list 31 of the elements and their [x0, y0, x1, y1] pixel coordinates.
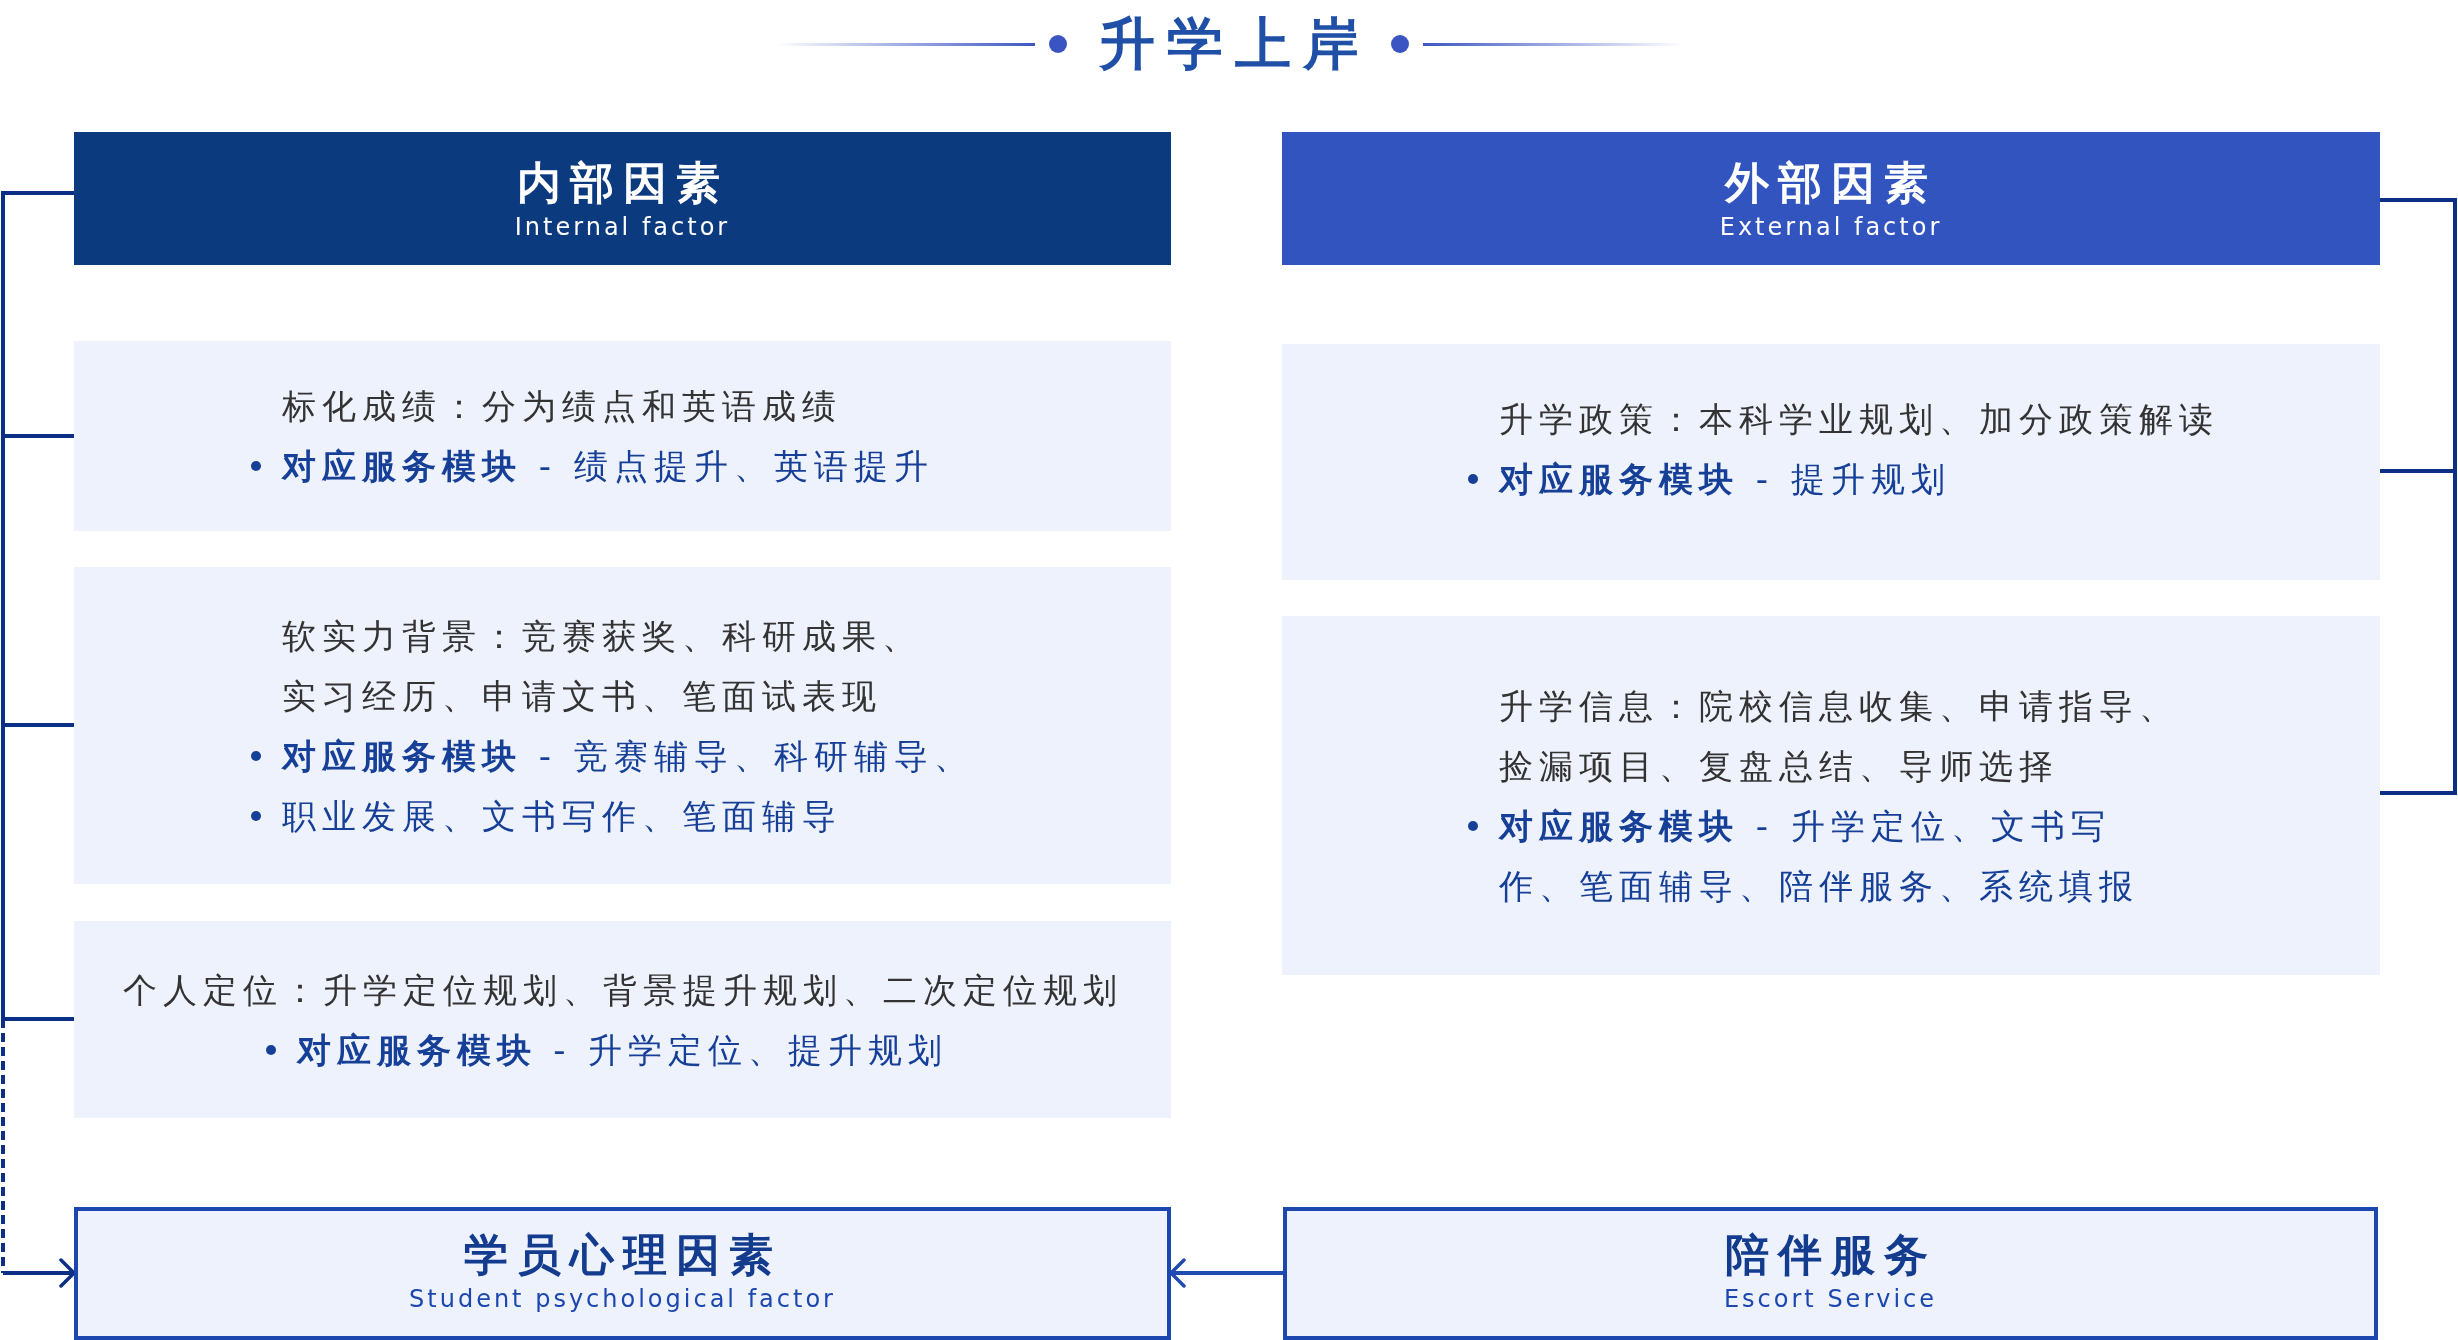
banner-subtitle: Internal factor: [514, 211, 731, 243]
description-text: 升学政策：本科学业规划、加分政策解读: [1499, 398, 2219, 441]
arrow: [1, 1017, 76, 1288]
service-module-text: 对应服务模块 - 升学定位、提升规划: [296, 1028, 949, 1072]
outcome-box: [74, 1207, 1171, 1340]
category-banner: [1282, 132, 2380, 265]
banner-subtitle: External factor: [1719, 211, 1943, 243]
description-text: 标化成绩：分为绩点和英语成绩: [282, 385, 842, 428]
info-card: [74, 341, 1171, 531]
banner-title: 内部因素: [516, 155, 729, 210]
box-subtitle: Escort Service: [1723, 1283, 1938, 1315]
service-module-text: 对应服务模块 - 竞赛辅导、科研辅导、: [282, 734, 974, 778]
service-module-text: 对应服务模块 - 升学定位、文书写作、笔面辅导、陪伴服务、系统填报: [1499, 804, 2140, 908]
service-module-text: 对应服务模块 - 绩点提升、英语提升: [282, 445, 934, 488]
category-banner: [74, 132, 1171, 265]
banner-title: 外部因素: [1725, 155, 1937, 210]
box-subtitle: Student psychological factor: [409, 1283, 836, 1315]
service-module-text: 对应服务模块 - 提升规划: [1499, 458, 1951, 501]
description-text: 软实力背景：竞赛获奖、科研成果、实习经历、申请文书、笔面试表现: [282, 614, 923, 718]
service-module-text: 职业发展、文书写作、笔面辅导: [282, 794, 842, 838]
info-card: [1282, 616, 2380, 975]
page-title: 升学上岸: [1099, 12, 1371, 76]
box-title: 陪伴服务: [1724, 1227, 1937, 1282]
info-card: [74, 567, 1171, 884]
description-text: 个人定位：升学定位规划、背景提升规划、二次定位规划: [122, 968, 1123, 1012]
info-card: [1282, 344, 2380, 580]
box-title: 学员心理因素: [463, 1227, 782, 1282]
outcome-box: [1283, 1207, 2378, 1340]
info-card: [74, 921, 1171, 1118]
description-text: 升学信息：院校信息收集、申请指导、捡漏项目、复盘总结、导师选择: [1499, 684, 2180, 788]
connector-line: [2380, 198, 2457, 795]
